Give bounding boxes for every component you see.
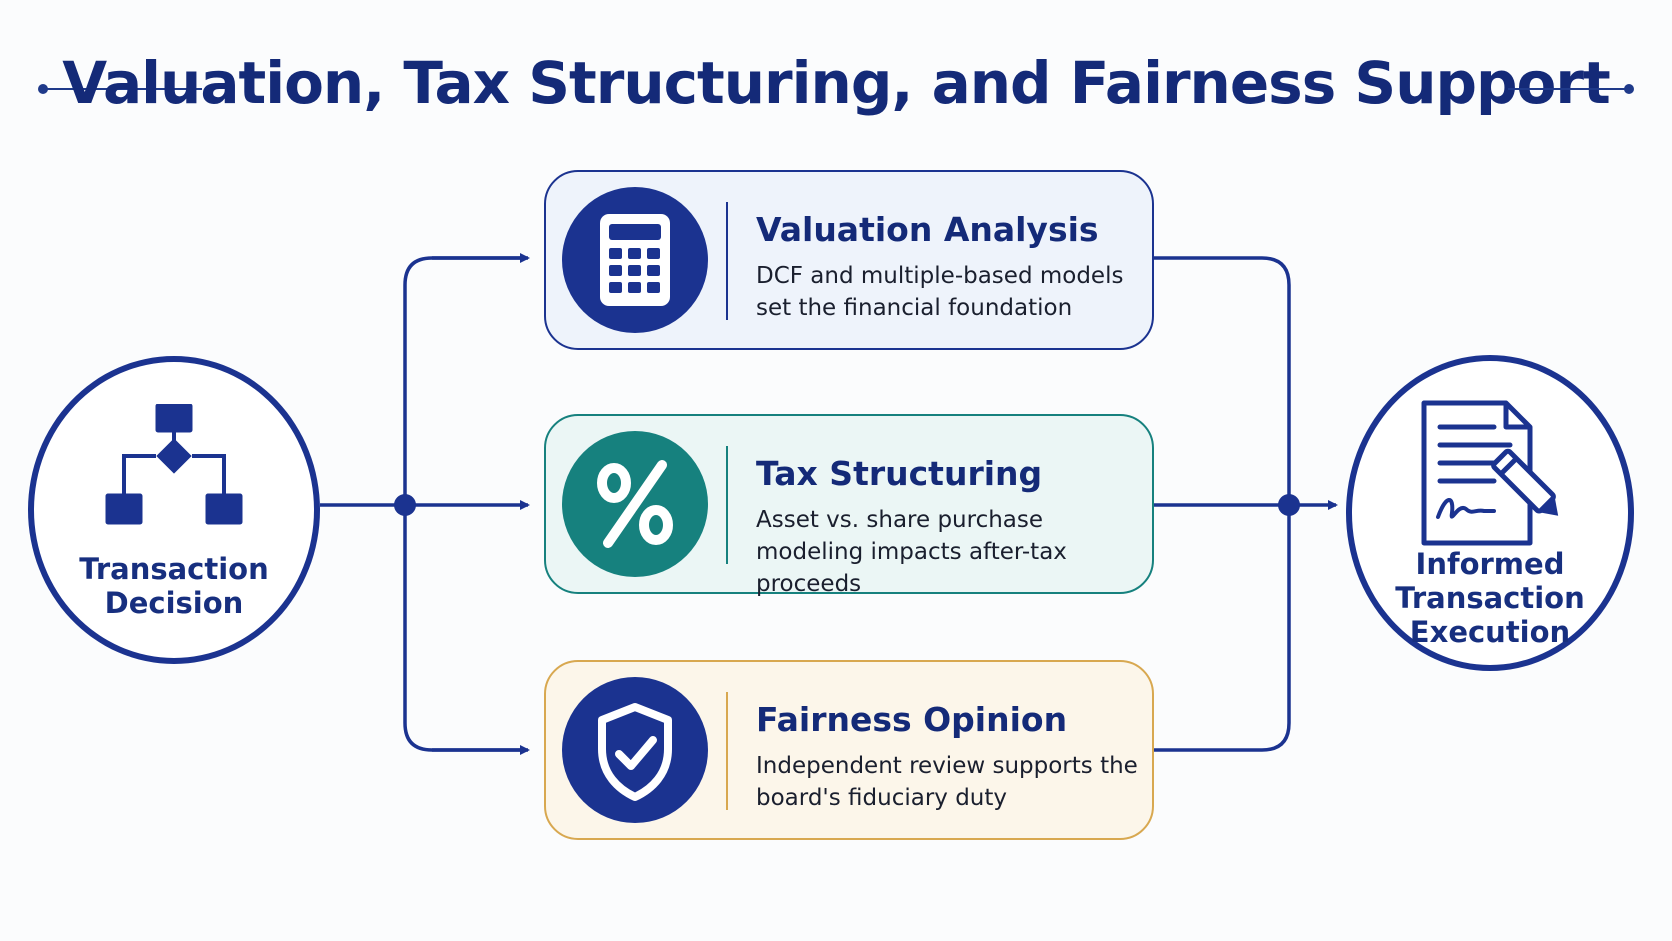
title-right-dot xyxy=(1624,84,1634,94)
valuation-analysis-card: Valuation Analysis DCF and multiple-base… xyxy=(544,170,1154,350)
percent-icon xyxy=(597,460,673,548)
start-node-label-line2: Decision xyxy=(104,586,244,620)
end-node: Informed Transaction Execution xyxy=(1346,355,1634,671)
card-divider xyxy=(726,202,728,320)
title-left-dot xyxy=(38,84,48,94)
split-junction-dot xyxy=(394,494,416,516)
calculator-badge xyxy=(562,187,708,333)
flowchart-icon xyxy=(105,404,243,525)
valuation-analysis-title: Valuation Analysis xyxy=(756,210,1099,249)
fairness-opinion-card: Fairness Opinion Independent review supp… xyxy=(544,660,1154,840)
fairness-opinion-title: Fairness Opinion xyxy=(756,700,1068,739)
page-title: Valuation, Tax Structuring, and Fairness… xyxy=(62,49,1610,117)
end-node-label-line1: Informed xyxy=(1415,547,1565,581)
end-node-label-line2: Transaction xyxy=(1395,581,1585,615)
fairness-opinion-description: Independent review supports the board's … xyxy=(756,753,1138,811)
card-divider xyxy=(726,446,728,564)
valuation-analysis-description: DCF and multiple-based models set the fi… xyxy=(756,263,1124,321)
end-node-label-line3: Execution xyxy=(1409,615,1571,649)
title-left-rule xyxy=(44,88,202,90)
connector-split-trunk xyxy=(403,256,520,752)
shield-badge xyxy=(562,677,708,823)
start-node-label-line1: Transaction xyxy=(79,552,269,586)
title-right-rule xyxy=(1508,88,1632,90)
start-node: Transaction Decision xyxy=(28,356,320,664)
end-node-label: Informed Transaction Execution xyxy=(1352,547,1628,649)
start-node-label: Transaction Decision xyxy=(34,552,314,620)
tax-structuring-card: Tax Structuring Asset vs. share purchase… xyxy=(544,414,1154,597)
signed-document-icon xyxy=(1421,400,1559,546)
card-divider xyxy=(726,692,728,810)
calculator-icon xyxy=(600,214,670,306)
percent-badge xyxy=(562,431,708,577)
tax-structuring-title: Tax Structuring xyxy=(756,454,1043,493)
shield-check-icon xyxy=(598,703,672,801)
merge-junction-dot xyxy=(1278,494,1300,516)
tax-structuring-description: Asset vs. share purchase modeling impact… xyxy=(756,507,1067,597)
